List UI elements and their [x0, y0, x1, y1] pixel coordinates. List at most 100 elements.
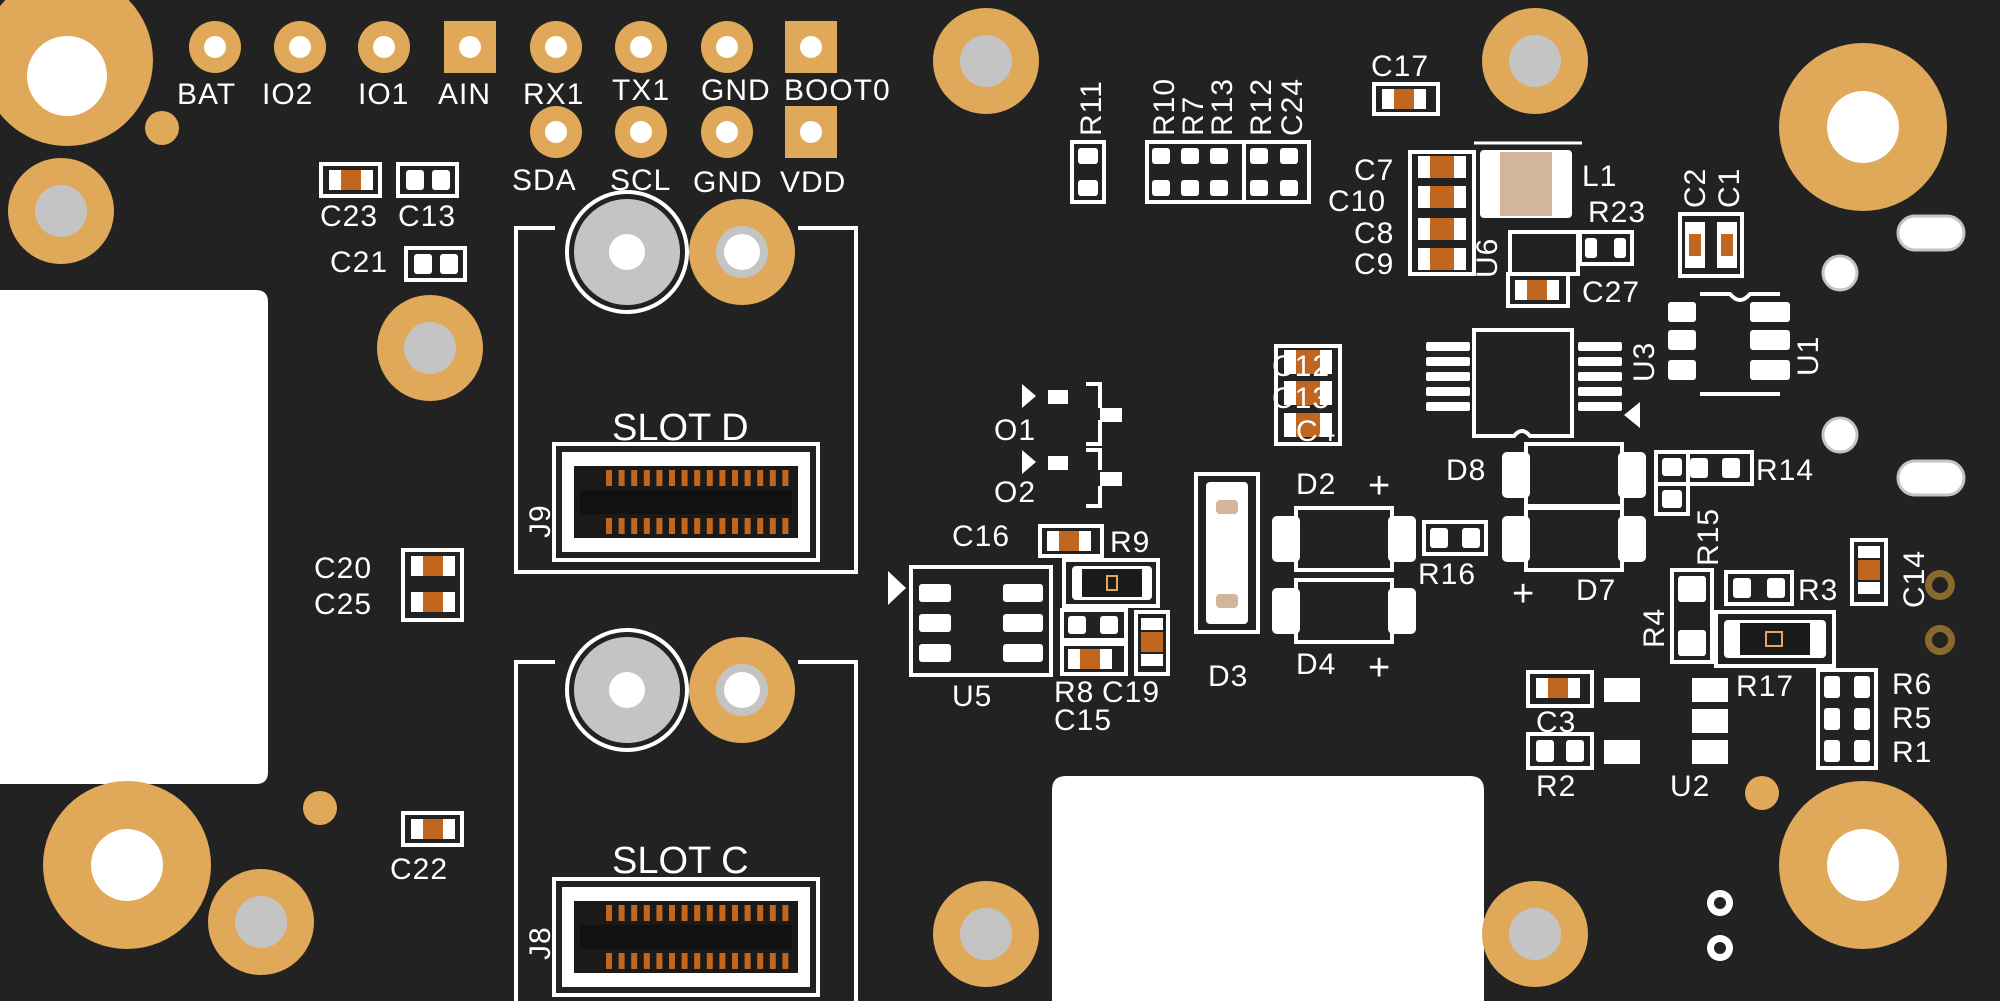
connector-pin [606, 518, 612, 534]
connector-pin [643, 905, 650, 921]
resistor-pad [1250, 148, 1268, 164]
resistor-array-top: R11 R10 R7 R13 R12 C24 [1070, 78, 1311, 204]
connector-pin [757, 905, 764, 921]
ref-c13-right: C13 [1272, 382, 1330, 415]
connector-pin [643, 518, 650, 534]
connector-pin [669, 953, 675, 969]
ref-r3: R3 [1798, 574, 1838, 607]
connector-pin [669, 470, 675, 486]
resistor-pad [1152, 148, 1170, 164]
ref-r9: R9 [1110, 526, 1150, 559]
connector-pin [694, 905, 701, 921]
capacitor-body [1430, 186, 1454, 208]
connector-pin [681, 470, 688, 486]
ref-r17: R17 [1736, 670, 1794, 703]
connector-pin [757, 518, 764, 534]
ref-d3: D3 [1208, 660, 1248, 693]
ref-c19: C19 [1102, 676, 1160, 709]
ref-c7: C7 [1354, 154, 1394, 187]
ref-c16: C16 [952, 520, 1010, 553]
connector-pin [618, 905, 625, 921]
capacitor-body [1430, 218, 1454, 240]
left-passives: C23 C13 C21 C20 C25 C22 [314, 162, 467, 886]
ref-r5: R5 [1892, 702, 1932, 735]
connector-pin [631, 953, 638, 969]
ref-c2: C2 [1679, 168, 1712, 208]
connector-pin [706, 953, 713, 969]
ref-r2: R2 [1536, 770, 1576, 803]
header-labels-top: BAT IO2 IO1 AIN RX1 TX1 GND BOOT0 [177, 74, 890, 111]
ic-pin [1426, 387, 1470, 396]
ref-r16: R16 [1418, 558, 1476, 591]
u3-ic: C12 C13 C4 U3 [1272, 328, 1661, 448]
slot-c-ref: J8 [524, 926, 557, 960]
npth-holes [1707, 214, 1966, 961]
ref-c27: C27 [1582, 276, 1640, 309]
slot-c-connector: SLOT C J8 [514, 660, 858, 1001]
resistor-pad [1280, 148, 1298, 164]
capacitor-body [1296, 413, 1320, 437]
connector-pin [631, 905, 638, 921]
ref-r6: R6 [1892, 668, 1932, 701]
pin-label-vdd: VDD [780, 166, 846, 199]
ref-c14: C14 [1898, 550, 1931, 608]
connector-pin [656, 470, 663, 486]
connector-pin [643, 953, 650, 969]
pin-label-bat: BAT [177, 78, 236, 111]
connector-pin [706, 470, 713, 486]
connector-pin [769, 518, 776, 534]
ref-r10: R10 [1148, 78, 1181, 136]
ref-c20: C20 [314, 552, 372, 585]
connector-pin [681, 905, 688, 921]
mounting-holes [0, 0, 1947, 949]
connector-pin [744, 905, 751, 921]
connector-pin [669, 518, 675, 534]
ic-pin [1578, 387, 1622, 396]
pin-label-gnd-2: GND [693, 166, 763, 199]
resistor-pad [1181, 180, 1199, 196]
ref-u5: U5 [952, 680, 992, 713]
slot-d-connector: SLOT D J9 [514, 226, 858, 574]
diodes-middle: D3 D2 + D4 + R16 [1194, 465, 1488, 693]
connector-pin [606, 953, 612, 969]
plus-d4: + [1368, 647, 1390, 689]
ref-u6: U6 [1471, 238, 1504, 278]
connector-pin [719, 518, 726, 534]
connector-pin [681, 953, 688, 969]
resistor-pad [1210, 148, 1228, 164]
ref-d2: D2 [1296, 468, 1336, 501]
connector-housing [580, 925, 792, 949]
ic-pin [1426, 372, 1470, 381]
ref-c4: C4 [1296, 415, 1336, 448]
right-passives: R14 R15 C14 R4 R3 R17 [1638, 450, 1931, 703]
ref-r14: R14 [1756, 454, 1814, 487]
connector-pin [694, 953, 701, 969]
connector-pin [732, 905, 738, 921]
connector-pin [782, 905, 789, 921]
connector-pin [719, 905, 726, 921]
ref-r13: R13 [1206, 78, 1239, 136]
slot-d-title: SLOT D [612, 407, 749, 449]
connector-pin [694, 470, 701, 486]
header-labels-bottom: SDA SCL GND VDD [512, 164, 846, 199]
ref-c25: C25 [314, 588, 372, 621]
ref-u1: U1 [1792, 336, 1825, 376]
vias [8, 8, 1955, 987]
ref-d8: D8 [1446, 454, 1486, 487]
connector-pin [618, 518, 625, 534]
pin-label-tx1: TX1 [612, 74, 670, 107]
connector-pin [606, 470, 612, 486]
plus-d2: + [1368, 465, 1390, 507]
resistor-pad [1280, 180, 1298, 196]
capacitor-body [1296, 381, 1320, 405]
resistor-pad [1152, 180, 1170, 196]
pin-label-ain: AIN [438, 78, 491, 111]
connector-pin [732, 470, 738, 486]
ref-c12: C12 [1272, 350, 1330, 383]
u2-area: C3 R2 U2 R6 R5 R1 [1526, 668, 1932, 803]
plus-d7: + [1512, 573, 1534, 615]
ref-c9: C9 [1354, 248, 1394, 281]
ic-pin [1426, 342, 1470, 351]
connector-pin [757, 953, 764, 969]
ref-c13-left: C13 [398, 200, 456, 233]
